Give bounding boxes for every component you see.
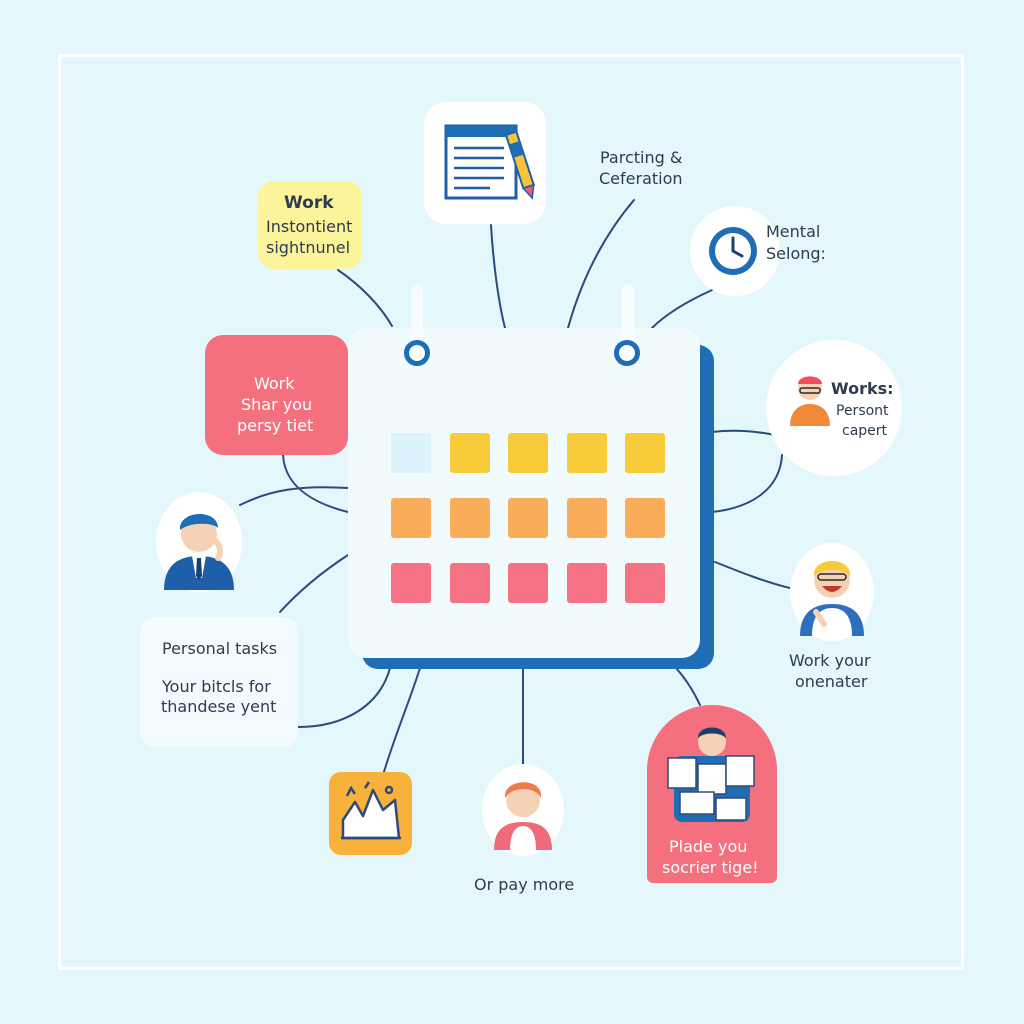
connector-document: [490, 224, 506, 329]
parting-line2: Ceferation: [599, 169, 683, 188]
personal-line1: Your bitcls for: [162, 677, 271, 696]
calendar-cell: [508, 498, 548, 538]
place-line1: Plade you: [669, 837, 748, 856]
red-note-line3: persy tiet: [237, 416, 314, 435]
connector-personal: [279, 554, 349, 613]
works-title: Works:: [831, 379, 894, 398]
personal-tasks-note: [140, 617, 298, 747]
connector-works-1: [711, 429, 776, 436]
works-node: [766, 340, 902, 476]
calendar-cell: [508, 563, 548, 603]
connector-works-2: [711, 454, 783, 513]
red-work-note: [205, 335, 348, 455]
calendar-ring-right: [614, 340, 640, 366]
works-line1: Persont: [836, 403, 889, 419]
connector-personal-2: [297, 667, 391, 728]
person-avatar-icon: [667, 727, 755, 822]
calendar-cell: [566, 498, 607, 538]
connector-parting: [567, 199, 635, 329]
calendar-cell: [566, 433, 607, 473]
works-line2: capert: [842, 423, 888, 439]
calendar-cell: [449, 433, 490, 473]
work-your-line2: onenater: [795, 672, 868, 691]
connector-mental: [651, 289, 713, 329]
calendar-cell: [391, 433, 431, 473]
mental-line1: Mental: [766, 222, 821, 241]
work-note: [258, 181, 362, 269]
calendar-cell: [391, 563, 431, 603]
calendar-pin-left: [411, 284, 423, 344]
person-avatar-icon: [790, 376, 830, 426]
document-pen-icon: [444, 124, 536, 200]
connector-work-note: [337, 269, 393, 327]
parting-line1: Parcting &: [600, 148, 683, 167]
personal-title: Personal tasks: [162, 639, 278, 658]
person-avatar-icon: [164, 513, 234, 590]
work-note-title: Work: [284, 193, 334, 213]
calendar-cell: [449, 498, 490, 538]
calendar-cell: [625, 498, 665, 538]
connector-place: [675, 667, 701, 706]
connector-chart: [382, 667, 421, 776]
work-note-line2: sightnunel: [266, 238, 351, 257]
place-line2: socrier tige!: [662, 858, 759, 877]
mental-line2: Selong:: [766, 244, 826, 263]
pay-more-label: Or pay more: [474, 875, 575, 894]
diagram-frame: [58, 54, 964, 970]
calendar-cell: [566, 563, 607, 603]
connector-red-note: [282, 454, 349, 513]
work-note-line1: Instontient: [266, 217, 353, 236]
calendar-cell: [625, 563, 665, 603]
calendar: [348, 328, 700, 658]
calendar-pin-right: [622, 284, 634, 344]
calendar-cell: [508, 433, 548, 473]
calendar-cell: [391, 498, 431, 538]
calendar-cell: [449, 563, 490, 603]
person-avatar-icon: [800, 561, 864, 636]
red-note-line2: Shar you: [241, 395, 313, 414]
chart-icon: [341, 781, 401, 840]
person-avatar-icon: [494, 782, 552, 850]
work-your-line1: Work your: [789, 651, 871, 670]
personal-line2: thandese yent: [161, 697, 277, 716]
clock-icon: [709, 227, 757, 275]
calendar-ring-left: [404, 340, 430, 366]
connector-work-your: [714, 561, 791, 589]
calendar-cell: [625, 433, 665, 473]
connector-avatar-left: [239, 486, 349, 506]
red-note-line1: Work: [254, 374, 295, 393]
